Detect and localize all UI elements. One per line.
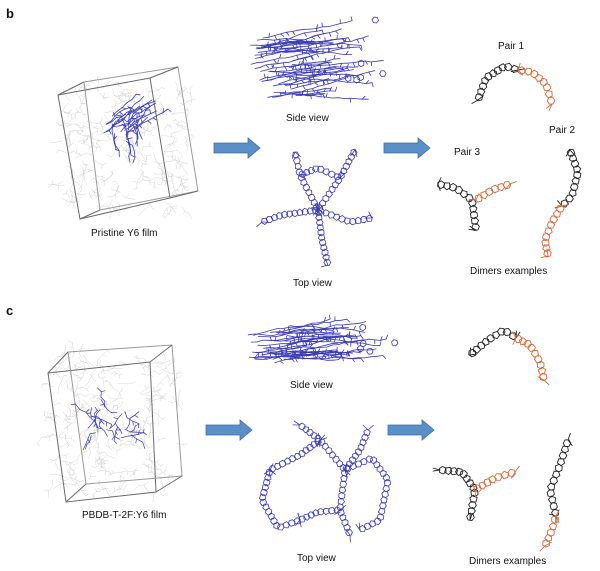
film-label-b: Pristine Y6 film xyxy=(91,228,158,239)
dimer-pair-3 xyxy=(437,177,517,231)
right-arrow-icon xyxy=(383,137,431,159)
pair2-label: Pair 2 xyxy=(549,125,576,136)
dimer-example-c-1 xyxy=(468,327,550,386)
side-view-label-b: Side view xyxy=(286,113,329,124)
right-arrow-icon xyxy=(205,419,253,441)
amorphous-haze-b xyxy=(47,75,196,220)
panel-label-b: b xyxy=(6,6,14,21)
right-arrow-icon xyxy=(213,137,261,159)
dimers-label-b: Dimers examples xyxy=(470,266,548,277)
simulation-box-c xyxy=(37,340,188,503)
dimers-label-c: Dimers examples xyxy=(469,556,547,567)
y6-cluster-b xyxy=(103,93,172,164)
y6-cluster-c xyxy=(71,387,147,451)
dimer-pair-2 xyxy=(540,148,582,259)
pair3-label: Pair 3 xyxy=(454,147,481,158)
side-view-molecules-c xyxy=(247,314,399,364)
simulation-box-b xyxy=(47,66,199,220)
dimer-pair-1 xyxy=(471,62,556,111)
top-view-molecules-c xyxy=(258,420,392,543)
side-view-molecules-b xyxy=(250,16,387,103)
amorphous-haze-c xyxy=(37,340,188,503)
film-label-c: PBDB-T-2F:Y6 film xyxy=(82,510,167,521)
panel-label-c: c xyxy=(6,303,14,318)
top-view-label-b: Top view xyxy=(293,278,332,289)
dimer-example-c-3 xyxy=(539,432,573,552)
side-view-label-c: Side view xyxy=(290,380,333,391)
top-view-molecules-b xyxy=(256,148,373,268)
dimer-example-c-2 xyxy=(432,465,520,521)
top-view-label-c: Top view xyxy=(297,553,336,564)
right-arrow-icon xyxy=(387,419,435,441)
pair1-label: Pair 1 xyxy=(498,41,525,52)
